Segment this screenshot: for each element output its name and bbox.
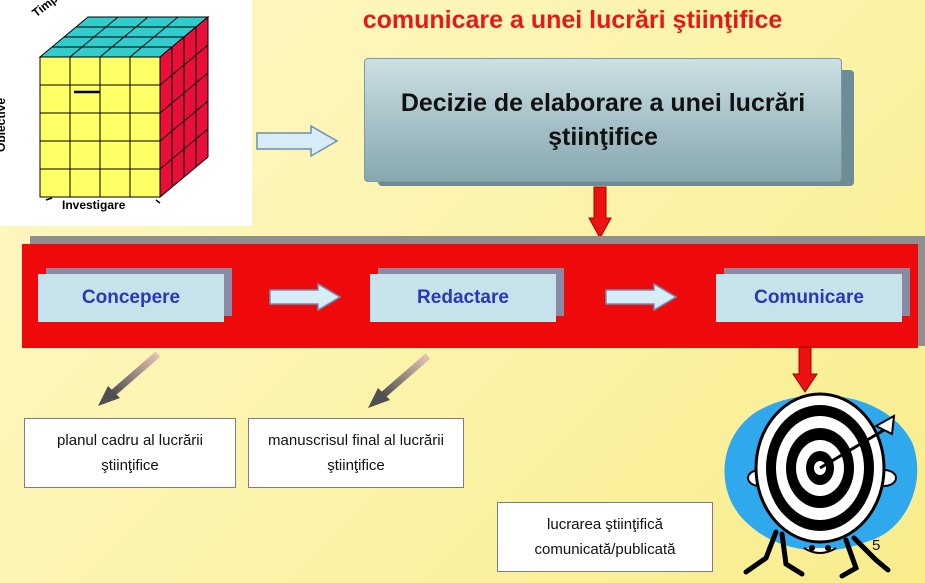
output-box-published: lucrarea ştiinţifică comunicată/publicat… [497,502,713,572]
output-box-manuscript: manuscrisul final al lucrării ştiinţific… [248,418,464,488]
axis-label-objectives: Obiective [0,97,9,153]
stage-label: Comunicare [754,287,864,308]
output-box-plan: planul cadru al lucrării ştiinţifice [24,418,236,488]
page-number: 5 [872,537,881,554]
stage-label: Redactare [417,287,509,308]
output-text: lucrarea ştiinţifică comunicată/publicat… [534,516,676,558]
arrow-down-icon [588,186,612,240]
arrow-right-icon [269,282,342,312]
stage-label: Concepere [81,287,181,308]
arrow-right-icon [605,282,678,312]
diagonal-arrow-icon [98,351,161,406]
cube-illustration: Timp Obiective Investigare [0,0,252,226]
output-text: manuscrisul final al lucrării ştiinţific… [268,432,444,474]
diagonal-arrow-icon [368,353,431,408]
cube-graphic [38,15,210,204]
arrow-down-icon [792,346,818,393]
arrow-right-icon [256,124,339,158]
decision-box: Decizie de elaborare a unei lucrări ştii… [364,58,842,182]
stage-redactare: Redactare [370,274,556,322]
axis-label-investigation: Investigare [62,198,126,212]
decision-box-text: Decizie de elaborare a unei lucrări ştii… [400,89,806,151]
stage-comunicare: Comunicare [716,274,902,322]
dartboard-target-icon [724,392,918,579]
slide-title: comunicare a unei lucrări ştiinţifice [362,6,783,34]
output-text: planul cadru al lucrării ştiinţifice [57,432,203,474]
stage-concepere: Concepere [38,274,224,322]
